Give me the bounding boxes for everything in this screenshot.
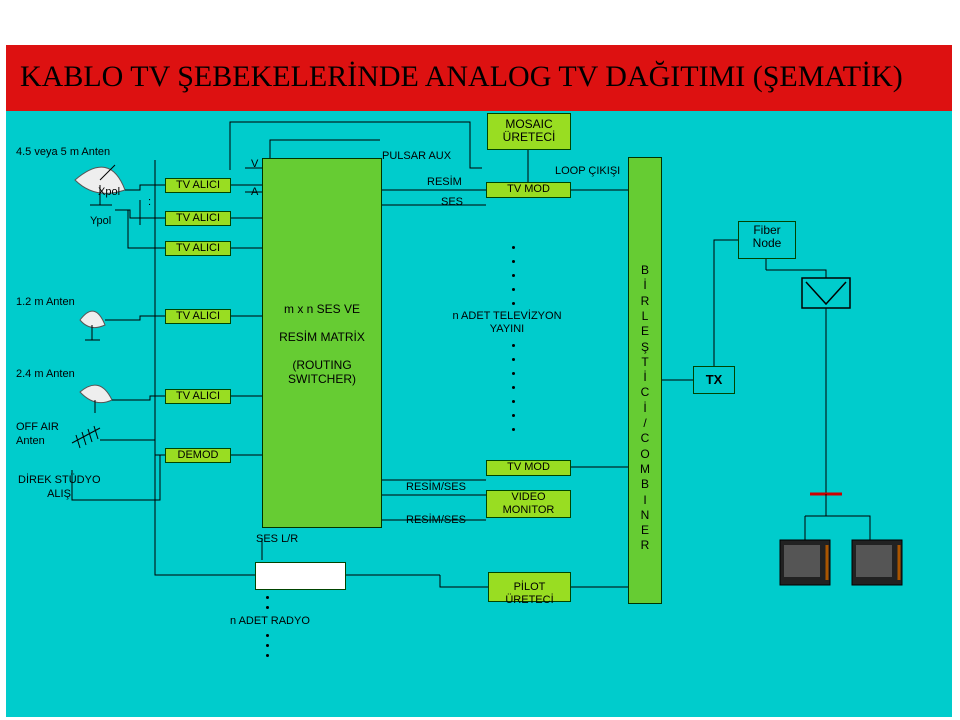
combiner-letter: N [640,507,650,522]
dish-icon-large [74,164,126,206]
xpol-label: Xpol [98,186,121,198]
combiner-box [628,157,662,604]
combiner-letter: İ [643,370,647,385]
dot [512,428,515,431]
pilot-generator-box: PİLOT ÜRETECİ [488,572,571,606]
radio-receiver-box [255,562,346,590]
tv-receiver-1: TV ALICI [165,178,231,193]
combiner-letter: L [641,308,649,323]
dot [512,414,515,417]
combiner-letter: İ [643,400,647,415]
combiner-letter: Ş [640,339,649,354]
combiner-letter: R [640,293,650,308]
antenna-label-2-4m: 2.4 m Anten [16,368,75,380]
matrix-line-1: m x n SES VE [283,302,361,316]
dot [512,288,515,291]
combiner-letter: / [643,416,647,430]
mosaic-line-1: MOSAIC [505,117,553,131]
mosaic-line-2: ÜRETECİ [502,130,556,144]
n-adet-radyo-label: n ADET RADYO [230,615,310,627]
v-label: V [251,158,259,170]
dot [512,274,515,277]
tv-set-icon-left [779,539,831,586]
n-adet-tv-line-2: YAYINI [489,323,525,335]
dot [512,302,515,305]
dot [512,358,515,361]
title-band [6,45,952,111]
demod-box: DEMOD [165,448,231,463]
combiner-letter: C [640,431,650,446]
combiner-letter: İ [643,278,647,293]
direk-studyo-label: DİREK STÜDYO [18,474,101,486]
combiner-letter: T [641,354,649,369]
dot [512,344,515,347]
n-adet-tv-line-1: n ADET TELEVİZYON [452,310,562,322]
dot [266,644,269,647]
resim-ses-label-1: RESİM/SES [406,481,466,493]
off-air-anten-label: Anten [16,435,45,447]
matrix-line-3: (ROUTING [292,358,352,372]
fiber-node-box: Fiber Node [738,221,796,259]
antenna-label-4-5m: 4.5 veya 5 m Anten [16,146,111,158]
dot [512,372,515,375]
video-monitor-line-2: MONITOR [502,504,555,516]
dot [266,606,269,609]
a-label: A [251,186,259,198]
tv-receiver-3: TV ALICI [165,241,231,256]
combiner-letter: B [640,477,649,492]
antenna-label-1-2m: 1.2 m Anten [16,296,75,308]
resim-label: RESİM [427,176,462,188]
loop-output-label: LOOP ÇIKIŞI [555,165,621,177]
combiner-letter: M [640,461,650,476]
tv-receiver-2: TV ALICI [165,211,231,226]
dish-icon-small [79,384,113,413]
tv-set-icon-right [851,539,903,586]
off-air-label: OFF AIR [16,421,59,433]
dot [512,260,515,263]
combiner-letter: E [640,523,649,538]
dot [512,246,515,249]
combiner-letter: C [640,385,650,400]
video-monitor-box: VIDEO MONITOR [486,490,571,518]
page-title: KABLO TV ŞEBEKELERİNDE ANALOG TV DAĞITIM… [20,60,903,93]
combiner-letter: R [640,538,650,553]
combiner-letter: E [640,324,649,339]
ses-lr-label: SES L/R [256,533,299,545]
alis-label: ALIŞ [47,488,71,500]
tv-receiver-5: TV ALICI [165,389,231,404]
combiner-letter: O [640,446,650,461]
video-monitor-line-1: VIDEO [511,491,546,503]
tx-box: TX [693,366,735,394]
fiber-node-line-1: Fiber [753,223,781,237]
pulsar-aux-label: PULSAR AUX [382,150,452,162]
tv-mod-bottom-box: TV MOD [486,460,571,476]
tv-mod-top-box: TV MOD [486,182,571,198]
routing-matrix-box [262,158,382,528]
ses-label: SES [441,196,464,208]
matrix-line-2: RESİM MATRİX [279,330,365,344]
dot [266,634,269,637]
combiner-letter: B [640,263,649,277]
dot [512,386,515,389]
colon-label: : [148,196,152,208]
tv-receiver-4: TV ALICI [165,309,231,324]
dot [266,596,269,599]
ypol-label: Ypol [90,215,112,227]
optical-node-icon [801,277,851,309]
dish-icon-medium [79,310,106,341]
mosaic-generator-box: MOSAIC ÜRETECİ [487,113,571,150]
dot [266,654,269,657]
matrix-line-4: SWITCHER) [288,372,356,386]
dot [512,400,515,403]
resim-ses-label-2: RESİM/SES [406,514,466,526]
fiber-node-line-2: Node [752,236,782,250]
combiner-letter: I [643,492,647,507]
diagram-background [6,111,952,717]
yagi-antenna-icon [71,425,101,449]
